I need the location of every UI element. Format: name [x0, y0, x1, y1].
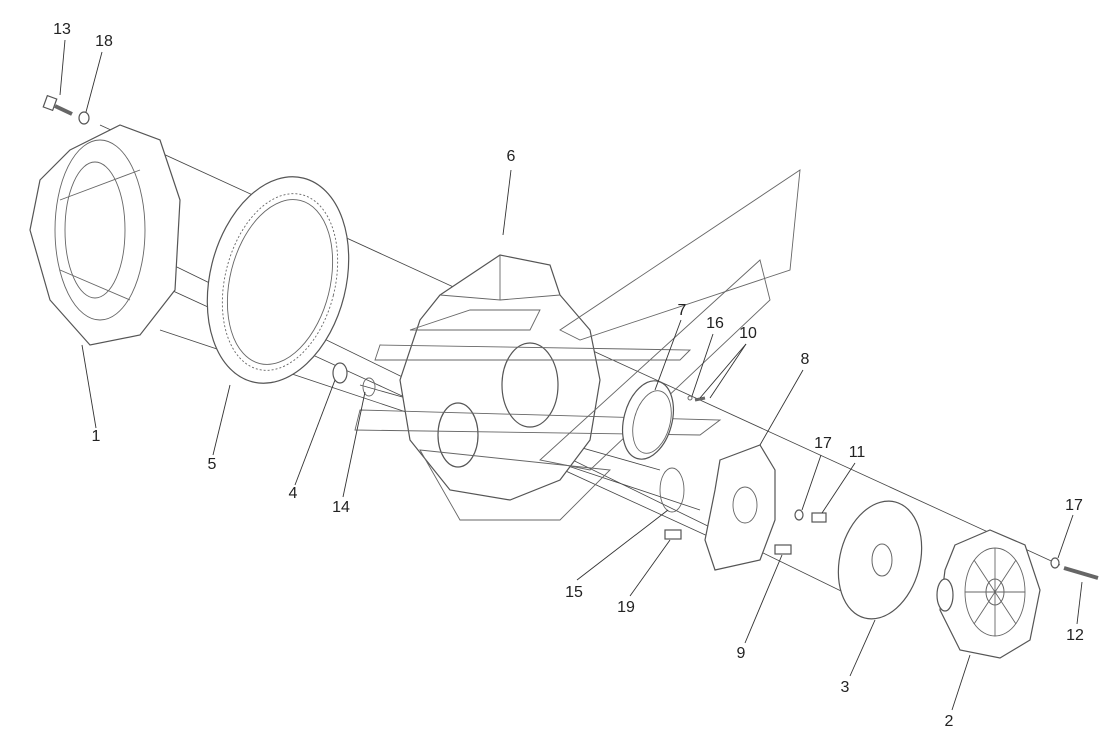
label-17: 17: [814, 435, 832, 452]
label-18: 18: [95, 33, 113, 50]
part-2-end-cover: [936, 529, 1041, 659]
part-15-seal-ring: [659, 467, 685, 513]
part-19-pin: [664, 529, 682, 540]
label-2: 2: [944, 713, 954, 730]
part-18-washer: [78, 111, 90, 125]
label-13: 13: [53, 21, 71, 38]
part-8-plate: [704, 444, 776, 571]
part-16-pin: [687, 395, 693, 401]
part-14-ring: [362, 377, 376, 397]
label-1: 1: [91, 428, 101, 445]
label-16: 16: [706, 315, 724, 332]
label-8: 8: [800, 351, 810, 368]
label-11: 11: [848, 444, 866, 461]
label-4: 4: [288, 485, 298, 502]
part-17-washer: [794, 509, 804, 521]
part-6-gearbox-housing: [354, 169, 801, 521]
part-17-washer-b: [1050, 557, 1060, 569]
part-13-bolt: [42, 94, 73, 116]
label-6: 6: [506, 148, 516, 165]
part-12-bolt: [1063, 566, 1099, 580]
label-14: 14: [332, 499, 350, 516]
label-17-b: 17: [1065, 497, 1083, 514]
label-5: 5: [207, 456, 217, 473]
leader-lines: [59, 39, 1083, 711]
label-12: 12: [1066, 627, 1084, 644]
part-4-bearing: [332, 362, 348, 384]
part-10-screw: [694, 396, 706, 402]
label-10: 10: [739, 325, 757, 342]
part-3-disc: [837, 500, 923, 620]
part-7-cover: [622, 380, 674, 460]
part-9-pin: [774, 544, 792, 555]
label-9: 9: [736, 645, 746, 662]
part-1-housing: [29, 124, 181, 346]
label-19: 19: [617, 599, 635, 616]
part-11-screw: [811, 512, 827, 523]
label-15: 15: [565, 584, 583, 601]
label-7: 7: [677, 302, 687, 319]
part-5-ring-gear: [206, 176, 350, 384]
label-3: 3: [840, 679, 850, 696]
